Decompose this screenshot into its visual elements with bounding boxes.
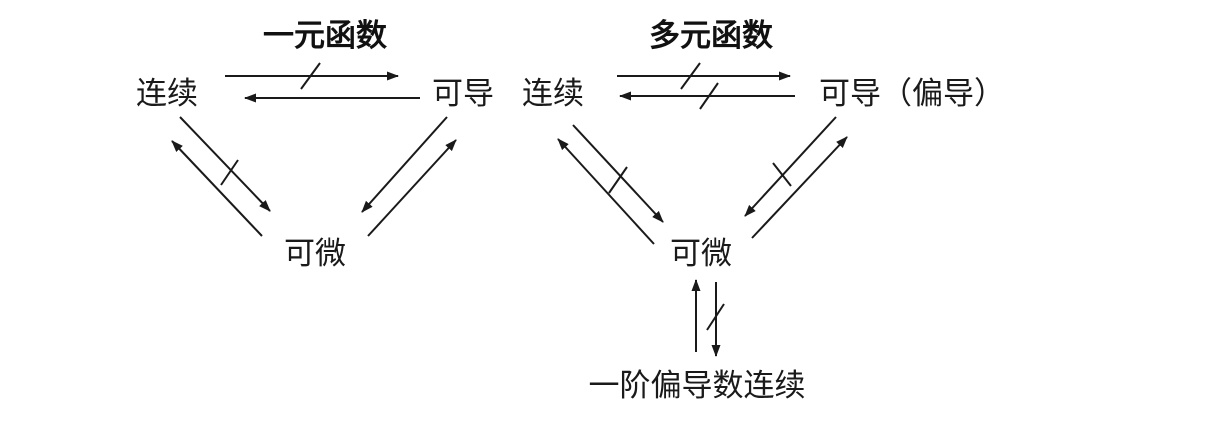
single-variable-title: 一元函数 bbox=[263, 18, 387, 54]
arrow-single-derivative-to-differentiable bbox=[361, 116, 448, 213]
multi-partial-derivative-label: 可导（偏导） bbox=[819, 76, 1005, 112]
negation-slash bbox=[772, 162, 792, 187]
negation-slash bbox=[699, 82, 719, 110]
negation-slash bbox=[220, 159, 239, 186]
negation-slash bbox=[680, 62, 701, 90]
single-variable-diagram: 一元函数 连续 可导 可微 bbox=[136, 18, 494, 272]
arrow-multi-partial-to-differentiable bbox=[744, 116, 837, 217]
multi-continuous-label: 连续 bbox=[522, 76, 584, 112]
multi-variable-title: 多元函数 bbox=[649, 18, 773, 54]
arrow-single-differentiable-to-derivative bbox=[367, 139, 457, 237]
negation-slash bbox=[608, 166, 628, 194]
negation-slash bbox=[300, 62, 321, 90]
multi-variable-diagram: 多元函数 连续 可导（偏导） 可微 一阶偏导数连续 bbox=[522, 18, 1005, 404]
single-continuous-label: 连续 bbox=[136, 76, 198, 112]
arrow-multi-continuous-to-differentiable bbox=[572, 124, 664, 223]
arrow-single-differentiable-to-continuous bbox=[171, 140, 263, 237]
single-derivative-label: 可导 bbox=[432, 76, 494, 112]
single-differentiable-label: 可微 bbox=[284, 236, 346, 272]
negation-slash bbox=[706, 303, 725, 331]
arrow-single-continuous-to-differentiable bbox=[179, 116, 271, 212]
multi-differentiable-label: 可微 bbox=[670, 236, 732, 272]
multi-continuous-partials-label: 一阶偏导数连续 bbox=[589, 368, 806, 404]
arrow-multi-differentiable-to-partial bbox=[751, 136, 848, 239]
arrow-multi-differentiable-to-continuous bbox=[557, 138, 655, 245]
